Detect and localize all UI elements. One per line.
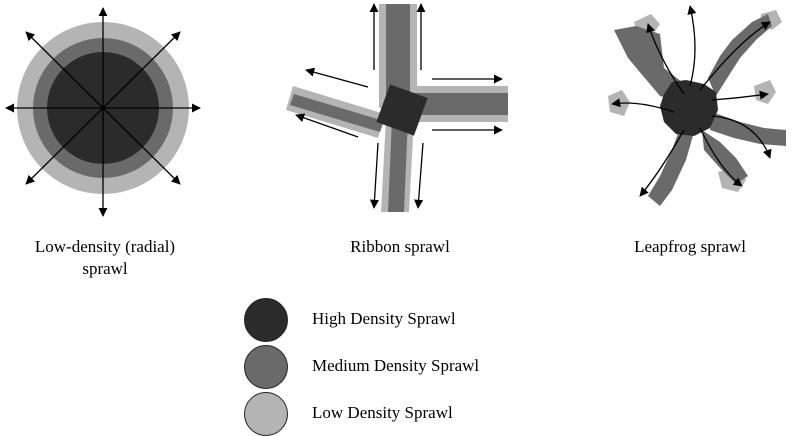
legend-swatch-low bbox=[244, 392, 288, 436]
ribbon-arrows bbox=[295, 3, 503, 209]
radial-caption: Low-density (radial) sprawl bbox=[0, 236, 210, 280]
ribbon-high-core bbox=[376, 84, 428, 136]
legend-swatch-medium bbox=[244, 345, 288, 389]
ribbon-sprawl-panel bbox=[286, 3, 508, 212]
ribbon-caption: Ribbon sprawl bbox=[300, 236, 500, 258]
leapfrog-caption-line1: Leapfrog sprawl bbox=[634, 237, 746, 256]
legend-label-low: Low Density Sprawl bbox=[312, 403, 453, 422]
radial-arrows bbox=[5, 7, 201, 217]
radial-caption-line2: sprawl bbox=[82, 259, 128, 278]
radial-sprawl-panel bbox=[5, 7, 201, 217]
legend-swatch-high bbox=[244, 298, 288, 342]
leapfrog-arrows bbox=[611, 5, 772, 197]
legend-label-medium: Medium Density Sprawl bbox=[312, 356, 480, 375]
radial-caption-line1: Low-density (radial) bbox=[34, 237, 176, 256]
leapfrog-high-core bbox=[660, 80, 718, 136]
ribbon-caption-line1: Ribbon sprawl bbox=[350, 237, 450, 256]
leapfrog-sprawl-panel bbox=[608, 5, 786, 206]
leapfrog-caption: Leapfrog sprawl bbox=[590, 236, 790, 258]
legend-label-high: High Density Sprawl bbox=[312, 309, 456, 328]
